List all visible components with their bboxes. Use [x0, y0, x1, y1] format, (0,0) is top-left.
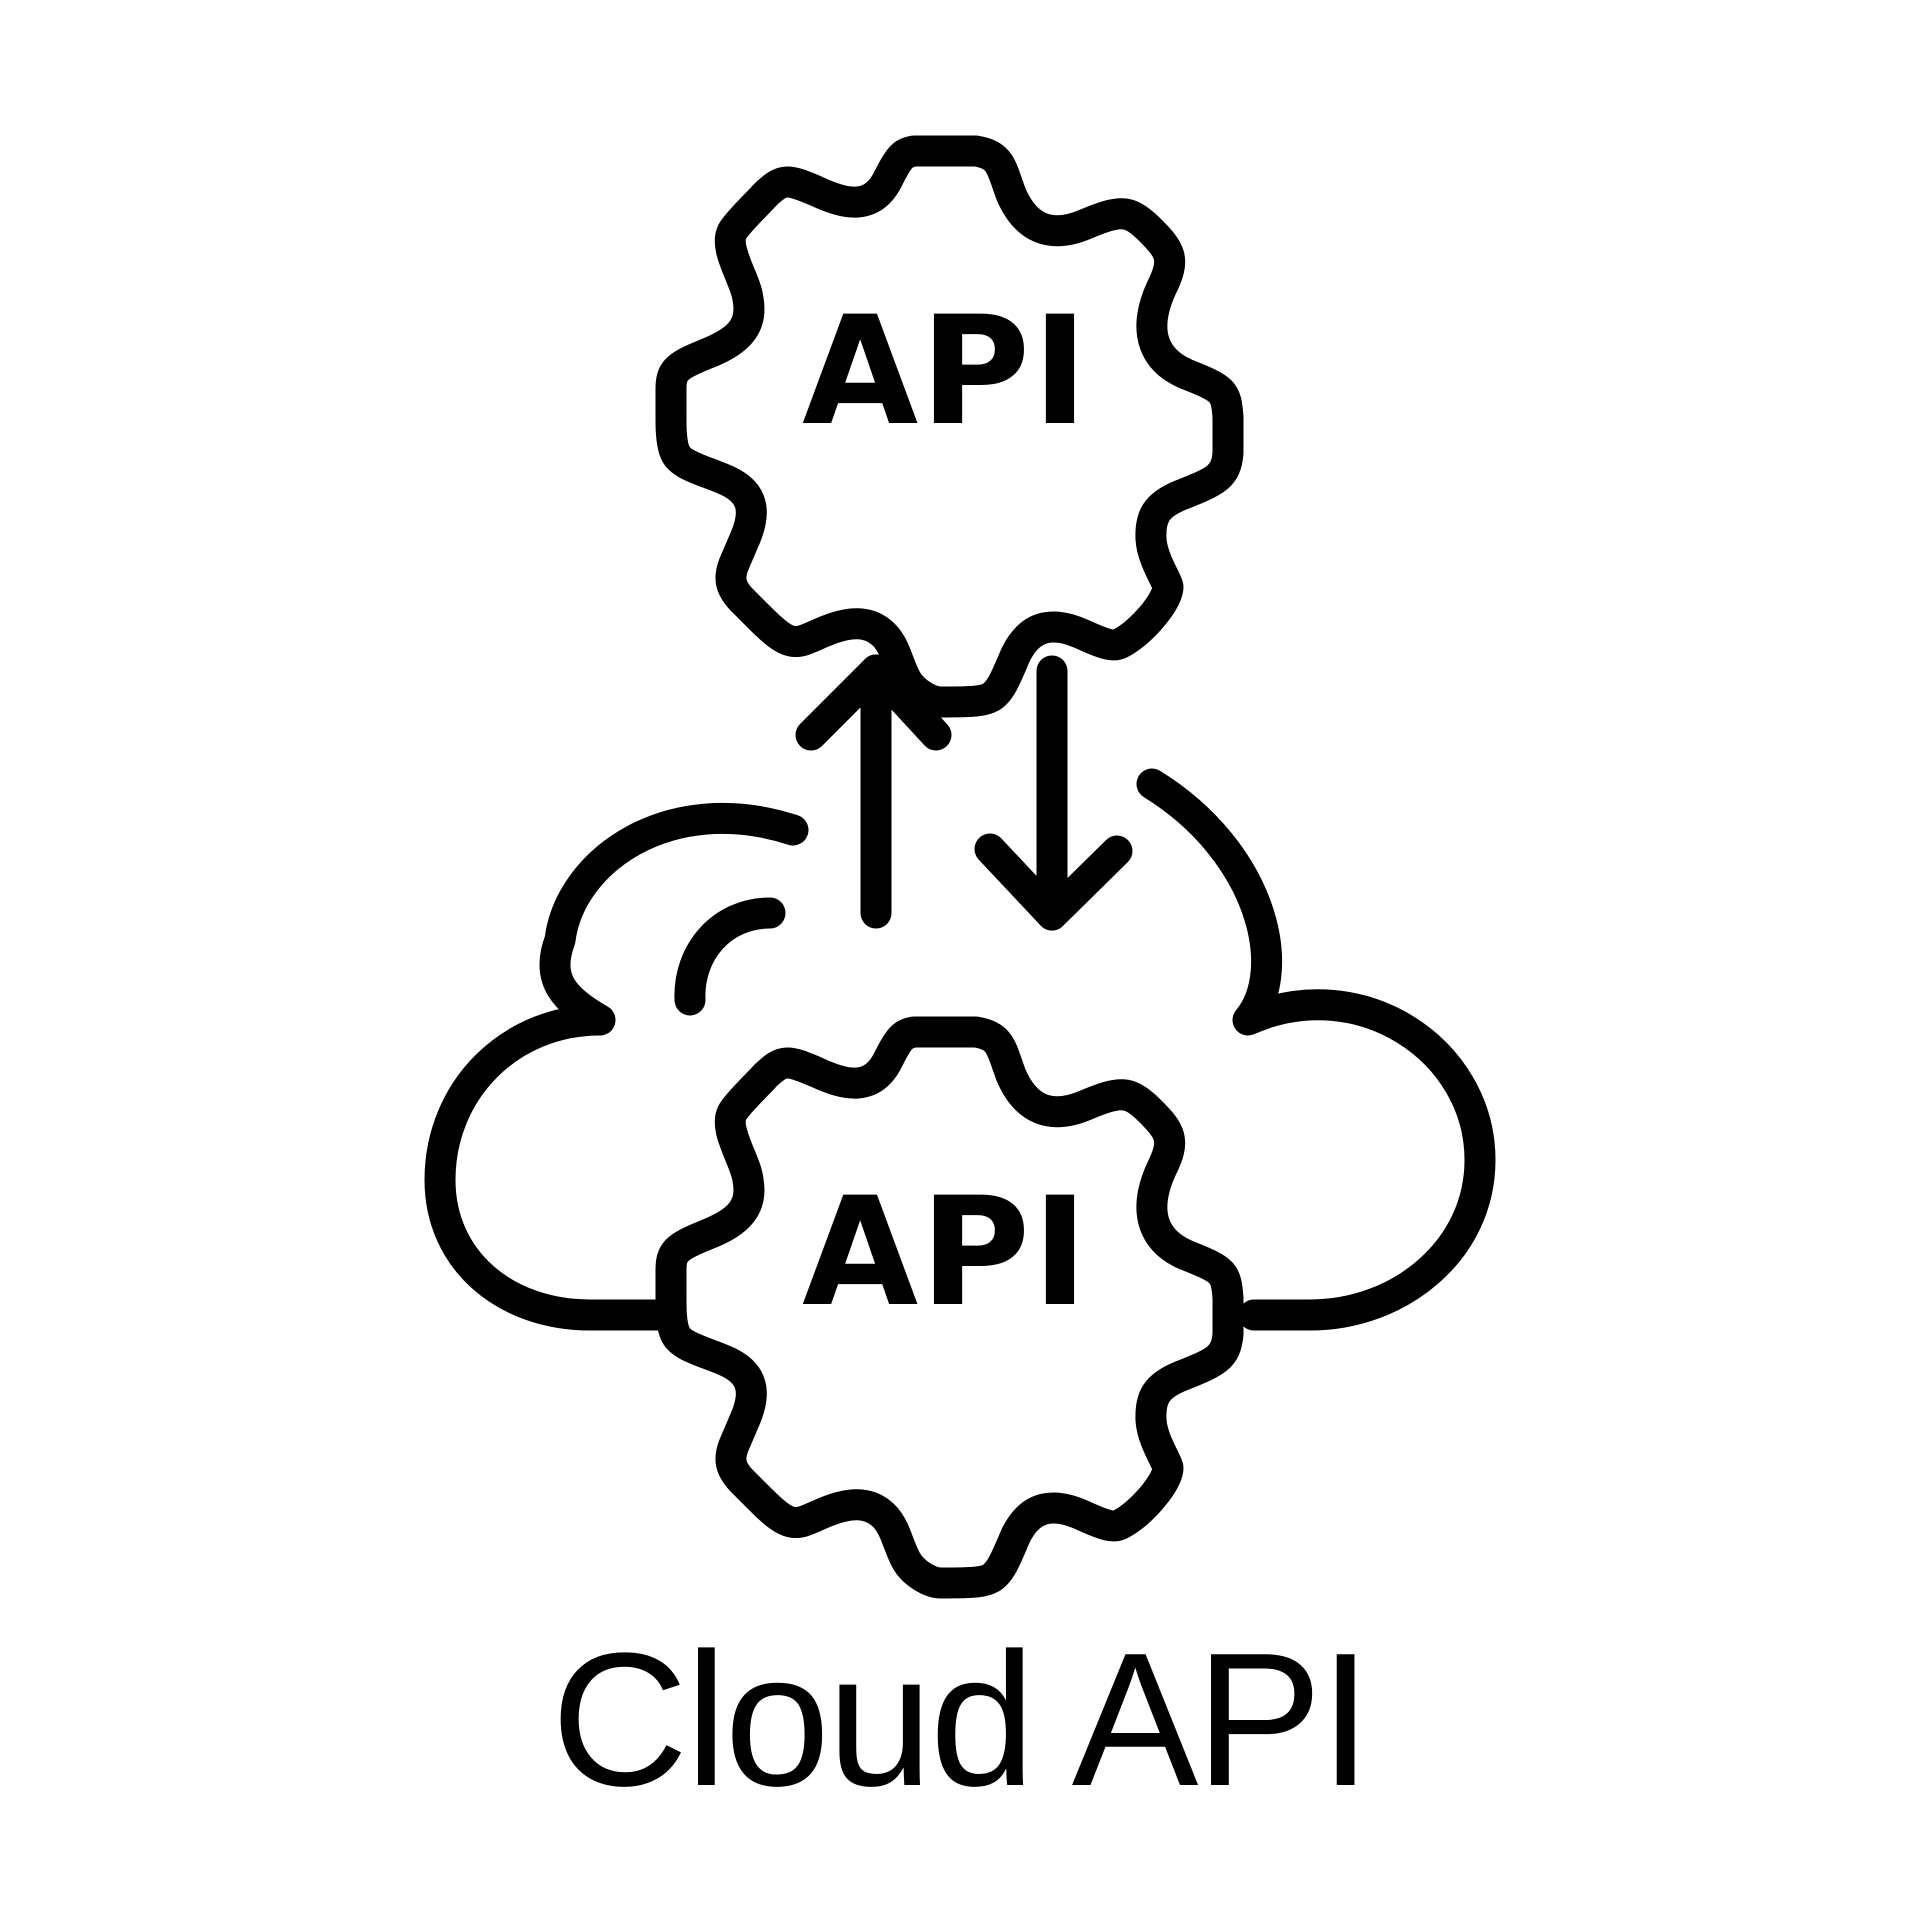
- bottom-gear-label: API: [802, 1166, 1090, 1340]
- icon-caption: Cloud API: [551, 1614, 1372, 1826]
- arrow-up-icon: [795, 654, 952, 929]
- top-gear-label: API: [802, 285, 1090, 459]
- arrow-down-icon: [974, 655, 1133, 931]
- cloud-icon: [424, 768, 1496, 1331]
